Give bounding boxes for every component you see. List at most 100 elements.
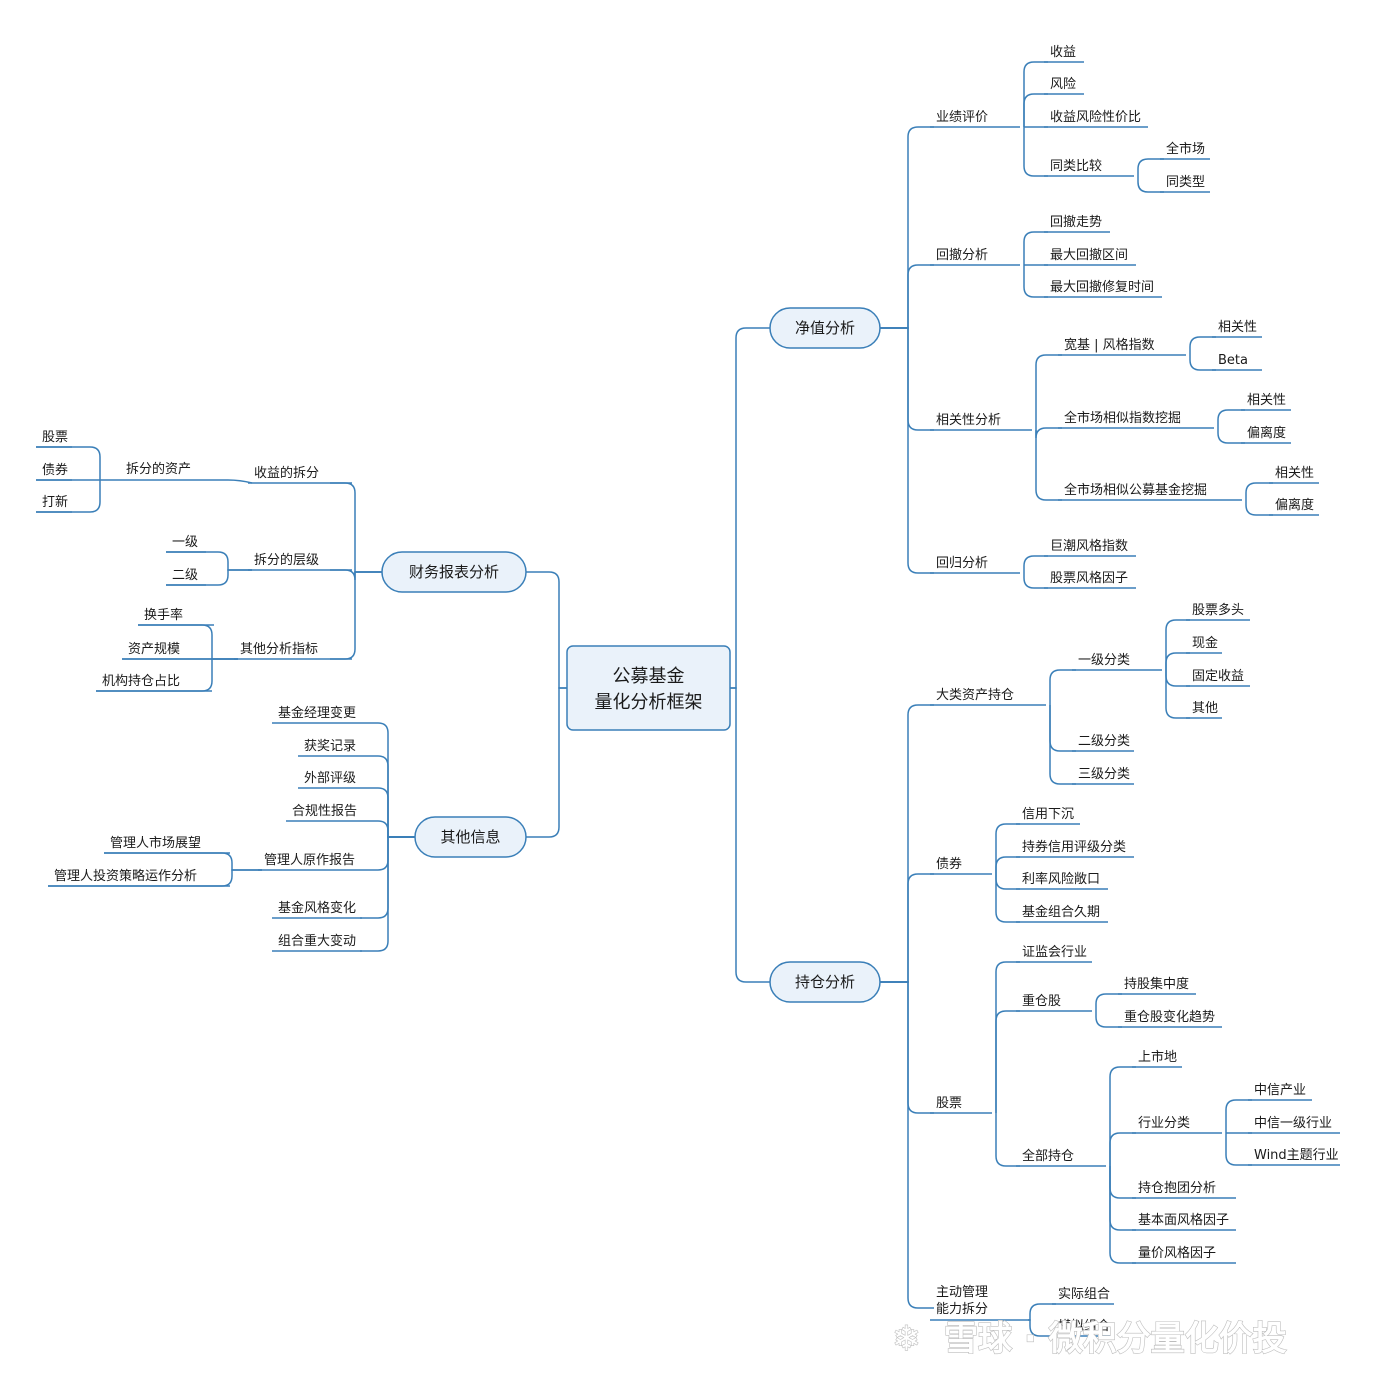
nav-drawdown[interactable]: 回撤分析 bbox=[936, 247, 988, 263]
active-child[interactable]: 模拟组合 bbox=[1058, 1319, 1110, 1334]
nav-perf[interactable]: 业绩评价 bbox=[936, 110, 988, 125]
other-metrics-child[interactable]: 换手率 bbox=[144, 607, 183, 623]
bond-child[interactable]: 持券信用评级分类 bbox=[1022, 839, 1126, 855]
other-item[interactable]: 合规性报告 bbox=[292, 804, 357, 819]
nav-to-corr bbox=[880, 327, 934, 431]
holdings-bond[interactable]: 债券 bbox=[936, 856, 962, 872]
all-holdings[interactable]: 全部持仓 bbox=[1022, 1148, 1074, 1164]
root-topic-line1[interactable]: 公募基金 bbox=[613, 666, 685, 687]
bond-child[interactable]: 基金组合久期 bbox=[1022, 904, 1100, 920]
split-levels[interactable]: 拆分的层级 bbox=[254, 552, 319, 568]
heavy-child[interactable]: 重仓股变化趋势 bbox=[1124, 1009, 1215, 1025]
split-levels-child-link bbox=[166, 551, 252, 571]
report-child-link bbox=[104, 852, 262, 871]
root-to-holdings bbox=[730, 687, 770, 983]
corr-market-fund-child-link bbox=[1245, 482, 1273, 500]
perf-child[interactable]: 风险 bbox=[1050, 77, 1076, 92]
other-report[interactable]: 管理人原作报告 bbox=[264, 853, 355, 868]
all-rest-child[interactable]: 持仓抱团分析 bbox=[1138, 1180, 1216, 1196]
drawdown-child[interactable]: 最大回撤区间 bbox=[1050, 247, 1128, 263]
heavy-child[interactable]: 持股集中度 bbox=[1124, 976, 1189, 992]
nav-corr[interactable]: 相关性分析 bbox=[936, 413, 1001, 428]
split-assets[interactable]: 拆分的资产 bbox=[126, 461, 191, 477]
bond-child[interactable]: 利率风险敞口 bbox=[1022, 871, 1100, 887]
active-child-link bbox=[1028, 1319, 1056, 1337]
level1-child-link bbox=[1165, 670, 1190, 687]
root-topic-box bbox=[566, 645, 731, 731]
level1-child[interactable]: 固定收益 bbox=[1192, 669, 1244, 684]
level1[interactable]: 一级分类 bbox=[1078, 653, 1130, 668]
nav-regression[interactable]: 回归分析 bbox=[936, 556, 988, 571]
corr-broad-child[interactable]: Beta bbox=[1218, 353, 1248, 368]
other-item-bottom[interactable]: 组合重大变动 bbox=[278, 933, 356, 949]
root-to-nav bbox=[730, 327, 770, 689]
perf-child[interactable]: 收益风险性价比 bbox=[1050, 110, 1141, 125]
return-split[interactable]: 收益的拆分 bbox=[254, 465, 319, 481]
holdings-active-line1[interactable]: 主动管理 bbox=[936, 1285, 988, 1300]
report-child[interactable]: 管理人投资策略运作分析 bbox=[54, 868, 197, 884]
nav-peer[interactable]: 同类比较 bbox=[1050, 159, 1102, 174]
split-assets-child[interactable]: 债券 bbox=[42, 462, 68, 478]
root-topic-line2[interactable]: 量化分析框架 bbox=[595, 692, 703, 713]
other-item[interactable]: 获奖记录 bbox=[304, 739, 356, 754]
holdings-active-line2[interactable]: 能力拆分 bbox=[936, 1302, 988, 1317]
peer-child[interactable]: 全市场 bbox=[1166, 141, 1205, 157]
industry-child[interactable]: Wind主题行业 bbox=[1254, 1148, 1339, 1163]
split-levels-child[interactable]: 二级 bbox=[172, 568, 198, 583]
csrc-link bbox=[995, 961, 1020, 1113]
peer-child-link bbox=[1137, 158, 1164, 176]
level2[interactable]: 二级分类 bbox=[1078, 734, 1130, 749]
regression-child[interactable]: 股票风格因子 bbox=[1050, 570, 1128, 586]
bond-child[interactable]: 信用下沉 bbox=[1022, 807, 1074, 822]
regression-child[interactable]: 巨潮风格指数 bbox=[1050, 538, 1128, 554]
industry-child[interactable]: 中信一级行业 bbox=[1254, 1116, 1332, 1131]
corr-market-index[interactable]: 全市场相似指数挖掘 bbox=[1064, 410, 1181, 426]
other-item[interactable]: 基金经理变更 bbox=[278, 705, 356, 721]
split-assets-child[interactable]: 打新 bbox=[42, 494, 68, 510]
listing[interactable]: 上市地 bbox=[1138, 1049, 1177, 1065]
drawdown-child[interactable]: 最大回撤修复时间 bbox=[1050, 279, 1154, 295]
split-levels-child[interactable]: 一级 bbox=[172, 535, 198, 550]
heavy-link bbox=[995, 1010, 1020, 1113]
split-assets-child-link bbox=[36, 446, 101, 480]
industry-child[interactable]: 中信产业 bbox=[1254, 1083, 1306, 1098]
corr-market-index-child[interactable]: 相关性 bbox=[1247, 393, 1286, 408]
csrc-industry[interactable]: 证监会行业 bbox=[1022, 945, 1087, 960]
main-topic-holdings[interactable]: 持仓分析 bbox=[795, 973, 855, 991]
main-topic-financial[interactable]: 财务报表分析 bbox=[409, 563, 499, 581]
peer-child[interactable]: 同类型 bbox=[1166, 175, 1205, 190]
drawdown-child[interactable]: 回撤走势 bbox=[1050, 214, 1102, 230]
heavy[interactable]: 重仓股 bbox=[1022, 993, 1061, 1009]
corr-market-fund[interactable]: 全市场相似公募基金挖掘 bbox=[1064, 482, 1207, 498]
other-metrics[interactable]: 其他分析指标 bbox=[240, 642, 318, 657]
other-metrics-child[interactable]: 资产规模 bbox=[128, 642, 180, 657]
listing-link bbox=[1109, 1066, 1136, 1166]
other-item-bottom[interactable]: 基金风格变化 bbox=[278, 900, 356, 916]
other-metrics-child[interactable]: 机构持仓占比 bbox=[102, 674, 180, 689]
active-child[interactable]: 实际组合 bbox=[1058, 1287, 1110, 1302]
other-item[interactable]: 外部评级 bbox=[304, 771, 356, 786]
corr-market-index-child[interactable]: 偏离度 bbox=[1247, 425, 1286, 441]
holdings-stock[interactable]: 股票 bbox=[936, 1096, 962, 1111]
split-assets-joint bbox=[227, 479, 253, 484]
level1-child[interactable]: 现金 bbox=[1192, 635, 1218, 651]
main-topic-other[interactable]: 其他信息 bbox=[440, 828, 500, 846]
regression-child-link bbox=[1023, 573, 1048, 589]
report-child[interactable]: 管理人市场展望 bbox=[110, 835, 201, 851]
level1-child[interactable]: 股票多头 bbox=[1192, 602, 1244, 618]
industry[interactable]: 行业分类 bbox=[1138, 1116, 1190, 1131]
level1-child[interactable]: 其他 bbox=[1192, 701, 1218, 716]
holdings-asset-class[interactable]: 大类资产持仓 bbox=[936, 688, 1014, 703]
all-rest-child[interactable]: 量价风格因子 bbox=[1138, 1245, 1216, 1261]
perf-child[interactable]: 收益 bbox=[1050, 45, 1076, 60]
split-assets-child[interactable]: 股票 bbox=[42, 430, 68, 445]
all-rest-child[interactable]: 基本面风格因子 bbox=[1138, 1212, 1229, 1228]
level3[interactable]: 三级分类 bbox=[1078, 767, 1130, 782]
corr-market-fund-child[interactable]: 偏离度 bbox=[1275, 497, 1314, 513]
bond-child-link bbox=[995, 856, 1020, 874]
corr-broad-child[interactable]: 相关性 bbox=[1218, 320, 1257, 335]
nav-to-drawdown bbox=[880, 264, 934, 329]
corr-broad[interactable]: 宽基 | 风格指数 bbox=[1064, 337, 1155, 353]
corr-market-fund-child[interactable]: 相关性 bbox=[1275, 466, 1314, 481]
main-topic-nav[interactable]: 净值分析 bbox=[795, 319, 855, 337]
